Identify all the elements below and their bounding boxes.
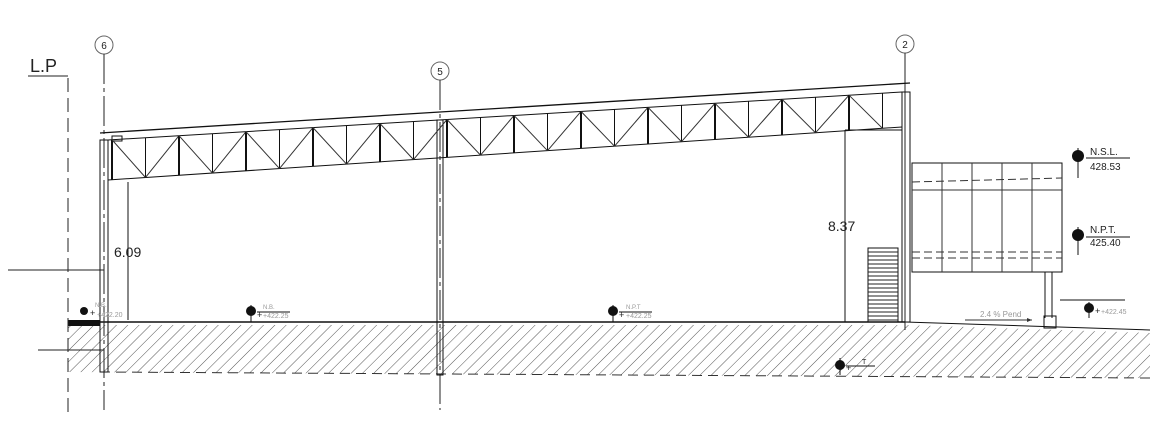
level-value: +422.25 [263,313,289,320]
truss-diagonal [480,115,515,156]
truss-diagonal [413,119,448,160]
height-value: 6.09 [114,244,141,260]
ground-fill [68,320,1151,379]
level-value: +422.20 [97,312,123,319]
roof-truss [99,82,911,322]
level-label: N.P.T [626,305,641,311]
level-label: N.P.T. [1090,225,1116,236]
level-nsl: N.S.L. 428.53 [1072,147,1130,178]
truss-diagonal [379,123,414,160]
truss-diagonal [279,127,314,169]
truss-diagonal [178,135,213,174]
slope-note: 2.4 % Pend [965,310,1032,322]
axis-label: 2 [902,40,908,51]
svg-text:+: + [619,310,624,320]
svg-text:+: + [90,308,95,318]
height-dimension-left: 6.09 [114,182,141,320]
truss-diagonal [312,127,347,165]
level-value: 425.40 [1090,238,1121,249]
truss-diagonal [815,94,850,134]
property-line-label: L.P [30,56,57,76]
property-line: L.P [8,56,104,412]
level-nb-mid: + N.B. +422.25 [246,305,290,322]
level-lower: + T [835,358,875,375]
truss-diagonal [446,119,481,156]
level-exterior: + +422.45 [1060,299,1127,318]
truss-diagonal [346,123,381,165]
truss-diagonal [681,102,716,143]
truss-diagonal [714,102,749,138]
truss-diagonal [547,111,582,151]
grid-axis-2: 2 [895,34,915,330]
level-value: 428.53 [1090,162,1121,173]
level-value: +422.25 [626,313,652,320]
level-value: +422.45 [1101,309,1127,316]
arrow-icon [1027,318,1032,322]
truss-diagonal [245,131,280,169]
level-npt-mid: + N.P.T +422.25 [608,305,652,322]
truss-diagonal [781,98,816,134]
level-label: N.S.L. [1090,147,1118,158]
truss-diagonal [513,115,548,152]
stairs [867,247,899,323]
grid-axis-5: 5 [430,61,450,410]
axis-label: 5 [437,67,443,78]
grid-axis-6: 6 [94,35,114,410]
height-dimension-right: 8.37 [828,218,855,234]
axis-label: 6 [101,41,107,52]
truss-diagonal [748,98,783,138]
truss-diagonal [111,139,146,178]
level-label: N.B. [263,305,275,311]
level-label: T [862,359,867,366]
level-npt-right: N.P.T. 425.40 [1072,225,1130,255]
truss-diagonal [212,131,247,174]
svg-text:+: + [846,363,851,373]
facade-panels [911,162,1063,329]
truss-diagonal [848,94,883,129]
truss-diagonal [580,111,615,147]
svg-text:+: + [1095,306,1100,316]
truss-diagonal [647,107,682,143]
truss-diagonal [614,107,649,147]
slope-note-text: 2.4 % Pend [980,310,1021,319]
height-value: 8.37 [828,218,855,234]
svg-text:+: + [257,310,262,320]
truss-diagonal [145,135,180,178]
level-nb-left: + N.B. +422.20 [80,303,123,319]
level-label: N.B. [95,303,107,309]
